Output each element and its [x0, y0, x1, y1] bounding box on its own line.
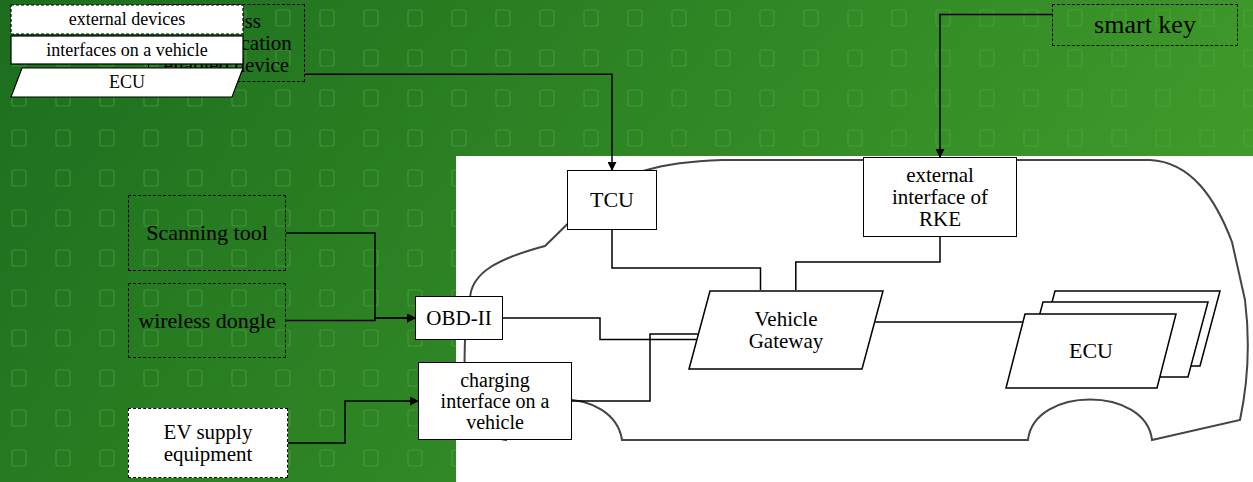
legend-label: ECU [109, 72, 145, 93]
node-label: smart key [1088, 11, 1202, 38]
connector [286, 318, 415, 321]
external-device-box: smart key [1052, 4, 1238, 46]
legend-label: interfaces on a vehicle [46, 40, 207, 61]
ecu-parallelogram: ECU [1005, 313, 1177, 389]
gateway-parallelogram: Vehicle Gateway [688, 290, 884, 370]
external-device-box: Scanning tool [128, 195, 286, 271]
connector [940, 15, 1052, 158]
connector [286, 233, 415, 318]
external-device-box: EV supply equipment [128, 408, 288, 478]
connector [288, 401, 418, 443]
legend-label: external devices [69, 9, 185, 30]
node-label: Vehicle Gateway [688, 308, 884, 352]
node-label: TCU [584, 188, 640, 211]
legend-item: external devices [10, 4, 244, 35]
node-label: EV supply equipment [129, 421, 287, 465]
connector [503, 318, 696, 340]
connector [572, 334, 698, 401]
node-label: wireless dongle [132, 309, 281, 332]
node-label: OBD-II [420, 307, 497, 329]
node-label: Scanning tool [140, 221, 274, 244]
node-label: external interface of RKE [864, 164, 1016, 230]
connector [875, 321, 1022, 323]
legend-item: ECU [10, 67, 244, 98]
external-device-box: wireless dongle [128, 283, 286, 358]
node-label: ECU [1041, 339, 1141, 362]
connector [612, 230, 761, 290]
connector [305, 74, 612, 170]
legend-item: interfaces on a vehicle [10, 35, 244, 65]
node-label: charging interface on a vehicle [419, 370, 571, 433]
white-panel [456, 156, 1253, 482]
interface-box: OBD-II [415, 296, 503, 340]
interface-box: external interface of RKE [863, 157, 1017, 237]
interface-box: charging interface on a vehicle [418, 362, 572, 440]
car-outline [465, 160, 1248, 440]
interface-box: TCU [567, 170, 657, 230]
connector [796, 237, 940, 290]
